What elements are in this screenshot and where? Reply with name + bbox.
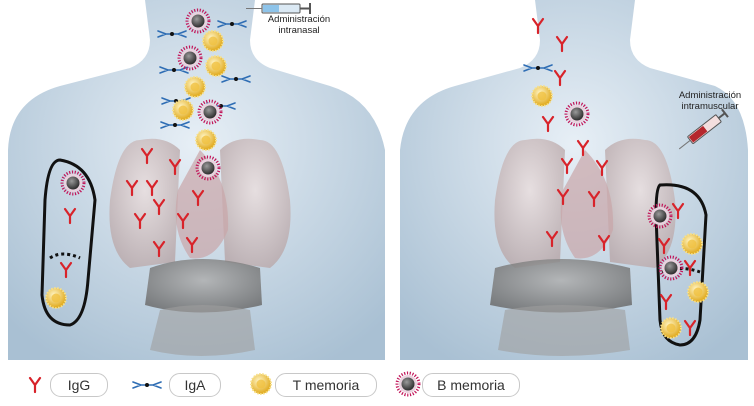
t-memory-cell-icon (250, 373, 272, 395)
legend-t-memory-label: T memoria (275, 373, 377, 397)
left-body-figure (8, 0, 385, 360)
intranasal-label-line1: Administración (267, 14, 331, 25)
legend-b-memory-label: B memoria (422, 373, 520, 397)
iga-icon (132, 381, 162, 389)
intranasal-syringe-icon (246, 3, 311, 14)
intranasal-label-line2: intranasal (278, 25, 320, 36)
intramuscular-label-line2: intramuscular (681, 101, 739, 112)
intramuscular-label: Administración intramuscular (668, 90, 752, 112)
legend-iga-label: IgA (169, 373, 221, 397)
intramuscular-syringe-icon (678, 108, 729, 150)
right-body-figure (400, 0, 748, 360)
b-memory-cell-icon (395, 371, 421, 397)
legend-igg-label: IgG (50, 373, 108, 397)
intranasal-label: Administración intranasal (256, 14, 342, 36)
igg-icon (28, 376, 42, 394)
intramuscular-label-line1: Administración (678, 90, 742, 101)
